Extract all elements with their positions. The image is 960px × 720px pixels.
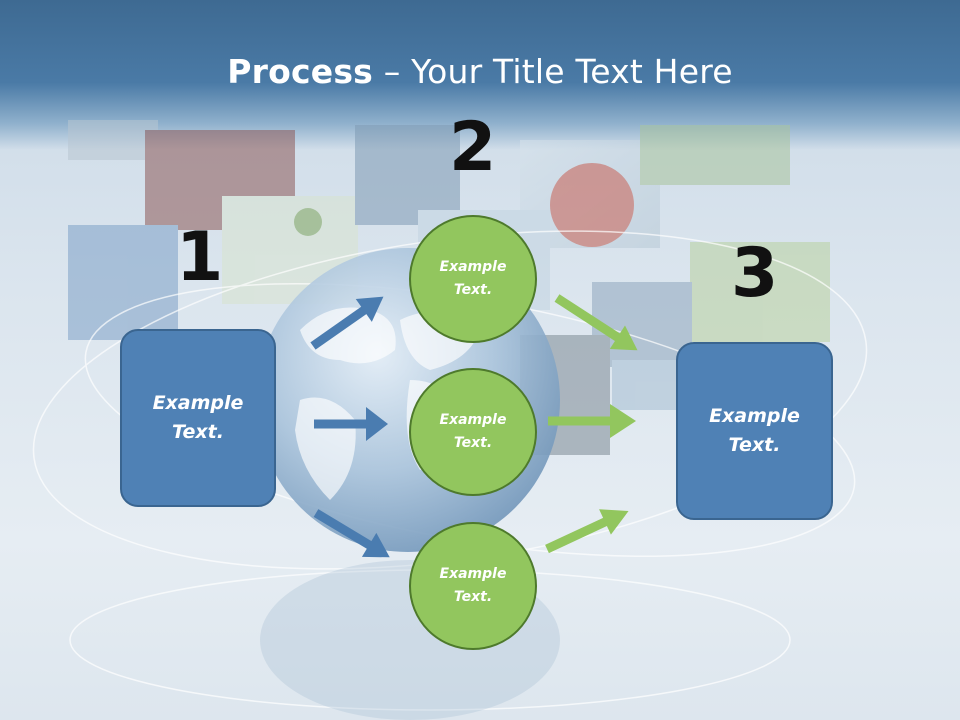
arrow-from-bottom-circle <box>545 509 629 554</box>
step-number-2: 2 <box>449 108 497 187</box>
circle-text: Example Text. <box>439 412 507 451</box>
title-bar <box>0 0 960 150</box>
arrow-from-middle-circle <box>548 404 636 438</box>
step-number-3: 3 <box>731 234 779 313</box>
circle-text: Example Text. <box>439 566 507 605</box>
step1-box-text: Example Text. <box>152 392 244 443</box>
step3-box: Example Text. <box>676 342 833 520</box>
step2-circle-bottom: Example Text. <box>409 522 537 650</box>
arrow-from-top-circle <box>554 294 638 351</box>
step2-circle-top: Example Text. <box>409 215 537 343</box>
arrow-to-bottom-circle <box>313 509 390 558</box>
step2-circle-middle: Example Text. <box>409 368 537 496</box>
title-bold: Process <box>227 52 374 91</box>
title-rest: – Your Title Text Here <box>373 52 733 91</box>
blue-arrows <box>310 296 390 558</box>
step-number-1: 1 <box>176 218 224 297</box>
slide-title: Process – Your Title Text Here <box>0 52 960 91</box>
arrow-to-middle-circle <box>314 407 388 441</box>
step1-box: Example Text. <box>120 329 276 507</box>
green-arrows <box>545 294 638 554</box>
arrow-to-top-circle <box>310 296 384 350</box>
step3-box-text: Example Text. <box>709 405 800 456</box>
circle-text: Example Text. <box>439 259 507 298</box>
